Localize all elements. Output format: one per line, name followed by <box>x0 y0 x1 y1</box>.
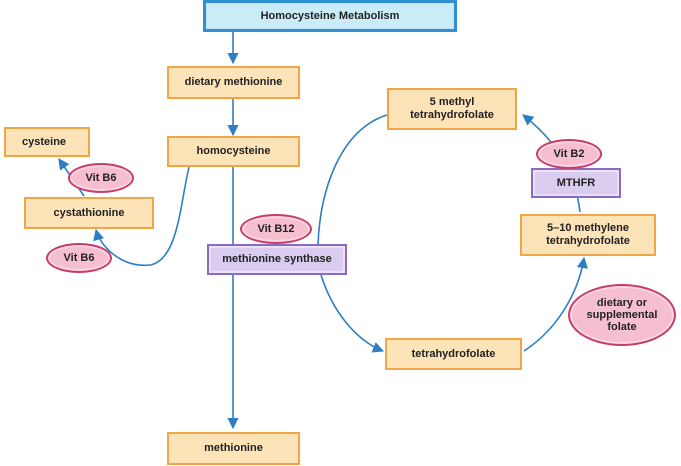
cofactor-dietary-folate: dietary or supplemental folate <box>568 284 676 346</box>
arrow-tetrahydrofolate-to-methylene-thf <box>523 256 588 352</box>
node-methionine: methionine <box>167 432 300 465</box>
node-tetrahydrofolate: tetrahydrofolate <box>385 338 522 370</box>
node-homocysteine: homocysteine <box>167 136 300 167</box>
arrow-methionine-synthase-to-tetrahydrofolate <box>320 274 385 353</box>
node-5-methyl-tetrahydrofolate: 5 methyl tetrahydrofolate <box>387 88 517 130</box>
arrow-5-methyl-thf-to-methionine-synthase <box>317 114 388 246</box>
node-cysteine: cysteine <box>4 127 90 157</box>
arrow-homocysteine-to-cystathionine <box>93 166 190 266</box>
cofactor-vit-b2: Vit B2 <box>536 139 602 169</box>
node-cystathionine: cystathionine <box>24 197 154 229</box>
cofactor-vit-b12: Vit B12 <box>240 214 312 244</box>
node-5-10-methylene-tetrahydrofolate: 5–10 methylene tetrahydrofolate <box>520 214 656 256</box>
node-dietary-methionine: dietary methionine <box>167 66 300 99</box>
cofactor-vit-b6-bottom: Vit B6 <box>46 243 112 273</box>
enzyme-methionine-synthase: methionine synthase <box>207 244 347 275</box>
diagram-title-text: Homocysteine Metabolism <box>260 9 400 22</box>
diagram-title: Homocysteine Metabolism <box>203 0 457 32</box>
cofactor-vit-b6-top: Vit B6 <box>68 163 134 193</box>
enzyme-mthfr: MTHFR <box>531 168 621 198</box>
